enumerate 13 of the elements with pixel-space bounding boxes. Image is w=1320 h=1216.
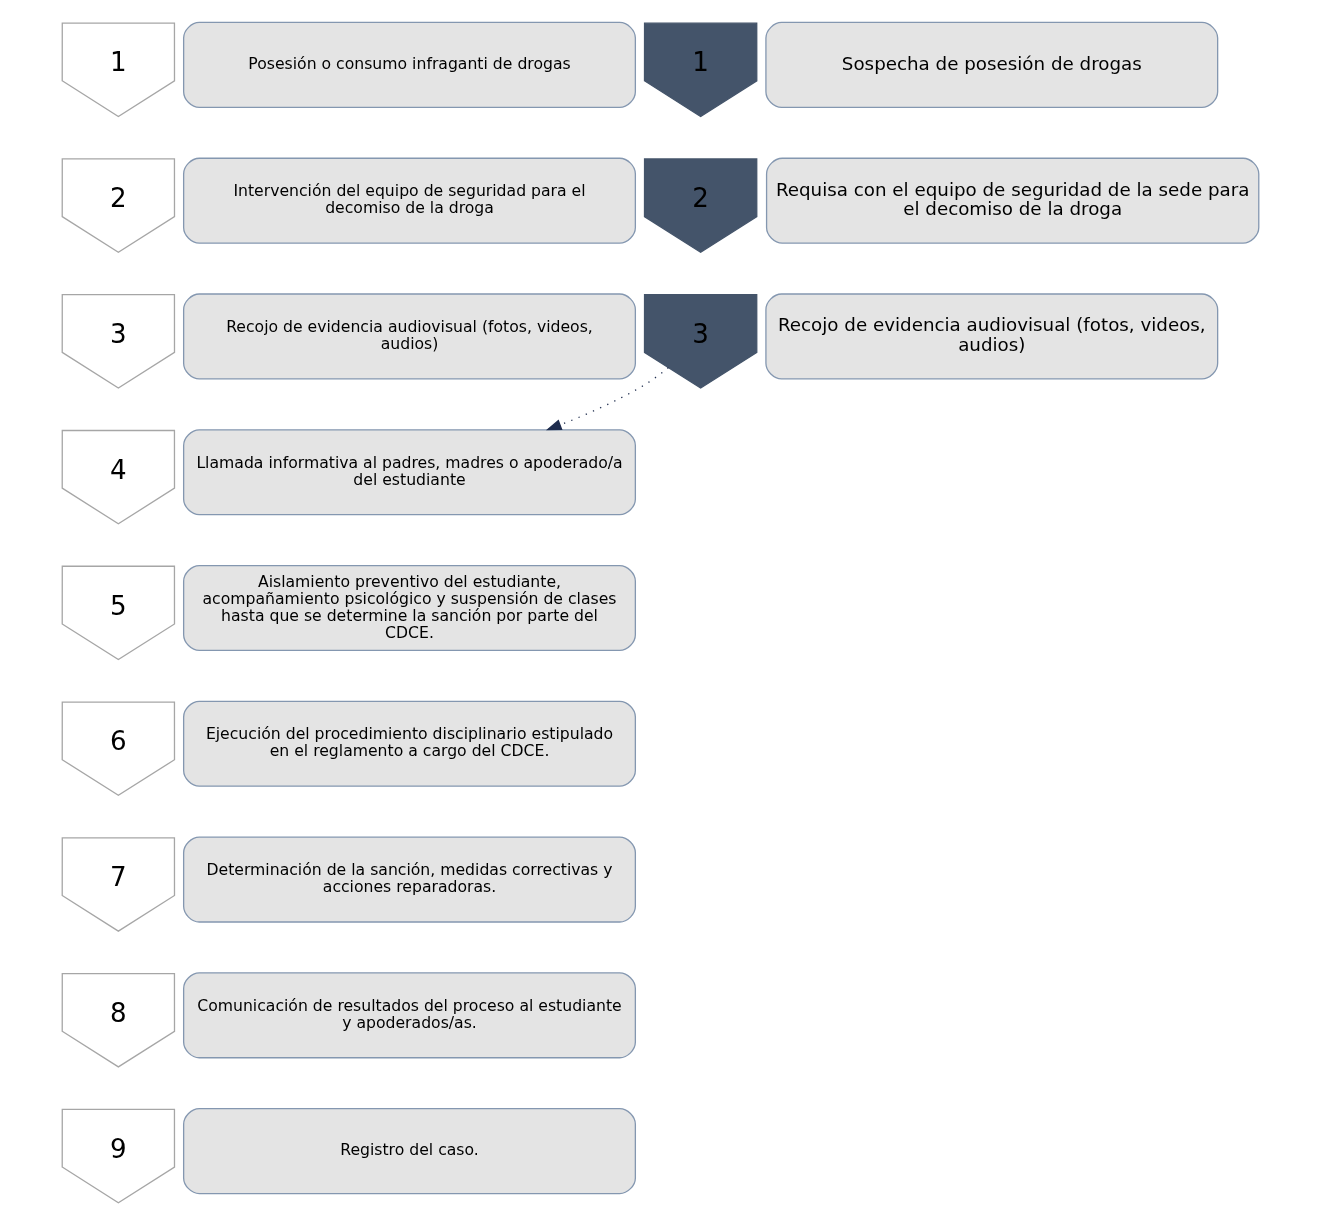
node-box: Requisa con el equipo de seguridad de la sede para el decomiso de la droga: [765, 157, 1259, 244]
node-box: Intervención del equipo de seguridad para el decomiso de la droga: [182, 157, 636, 244]
node-box: Sospecha de posesión de drogas: [764, 21, 1218, 108]
arrow: [545, 366, 669, 431]
node-box: Llamada informativa al padres, madres o apoderado/a del estudiante: [182, 429, 636, 516]
node-box: Ejecución del procedimiento disciplinario estipulado en el reglamento a cargo del CDCE.: [182, 700, 636, 787]
node-box: Comunicación de resultados del proceso al estudiante y apoderados/as.: [182, 972, 636, 1059]
node-box: Aislamiento preventivo del estudiante, acompañamiento psicológico y suspensión de clases hasta que se determine la sanción por parte del CDCE.: [182, 564, 636, 652]
node-box: Determinación de la sanción, medidas correctivas y acciones reparadoras.: [182, 836, 636, 923]
node-box: Recojo de evidencia audiovisual (fotos, videos, audios): [764, 293, 1218, 380]
node-box: Registro del caso.: [182, 1108, 636, 1195]
node-box: Posesión o consumo infraganti de drogas: [182, 21, 636, 108]
node-box: Recojo de evidencia audiovisual (fotos, videos, audios): [182, 293, 636, 380]
